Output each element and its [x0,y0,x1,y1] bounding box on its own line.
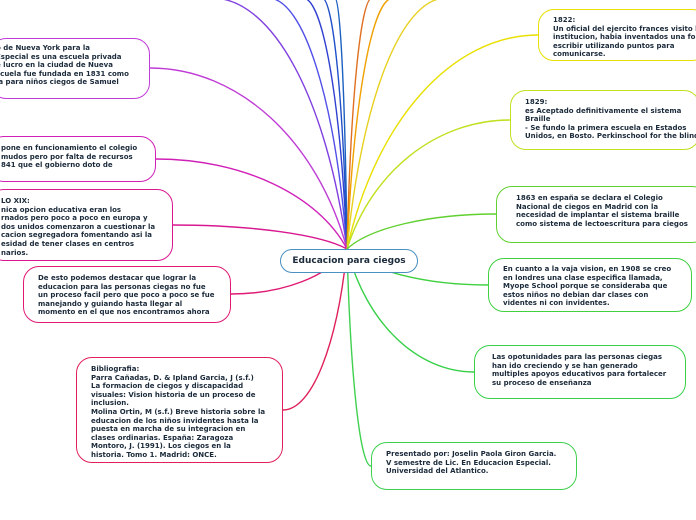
branch-offscreen-5 [346,0,371,250]
branch-1822 [346,34,539,250]
branch-offscreen-4 [335,0,348,250]
branch-offscreen-1 [274,0,348,250]
node-oportunidades[interactable]: Las opotunidades para las personas ciega… [474,345,686,399]
branch-nueva-york [149,67,348,250]
node-bibliografia[interactable]: Bibliografia: Parra Cañadas, D. & Ipland… [76,357,283,463]
branch-oportunidades [346,248,475,373]
central-topic[interactable]: Educacion para ciegos [280,249,418,273]
branch-siglo-xix [172,224,348,250]
node-destacar[interactable]: De esto podemos destacar que lograr la e… [23,266,231,323]
node-1863[interactable]: 1863 en españa se declara el Colegio Nac… [496,186,696,243]
branch-1863 [346,213,497,250]
branch-bibliografia [282,248,348,411]
branch-1829 [346,119,511,250]
node-1908[interactable]: En cuanto a la vaja vision, en 1908 se c… [488,258,692,312]
branch-colegio [155,158,348,250]
node-colegio[interactable]: pone en funcionamiento el colegio mudos … [0,136,156,182]
branch-offscreen-6 [346,0,390,250]
branch-offscreen-2 [306,0,348,250]
branch-presentado [346,248,372,467]
node-nueva-york[interactable]: o de Nueva York para la Especial es una … [0,38,150,99]
branch-offscreen-0 [223,0,348,250]
node-siglo-xix[interactable]: LO XIX: nica opcion educativa eran los r… [0,189,173,261]
branch-offscreen-7 [346,0,438,250]
branch-offscreen-3 [323,0,348,250]
node-1822[interactable]: 1822: Un oficial del ejercito frances vi… [538,9,696,61]
node-1829[interactable]: 1829: es Aceptado definitivamente el sis… [510,90,696,150]
node-presentado[interactable]: Presentado por: Joselin Paola Giron Garc… [371,442,577,490]
